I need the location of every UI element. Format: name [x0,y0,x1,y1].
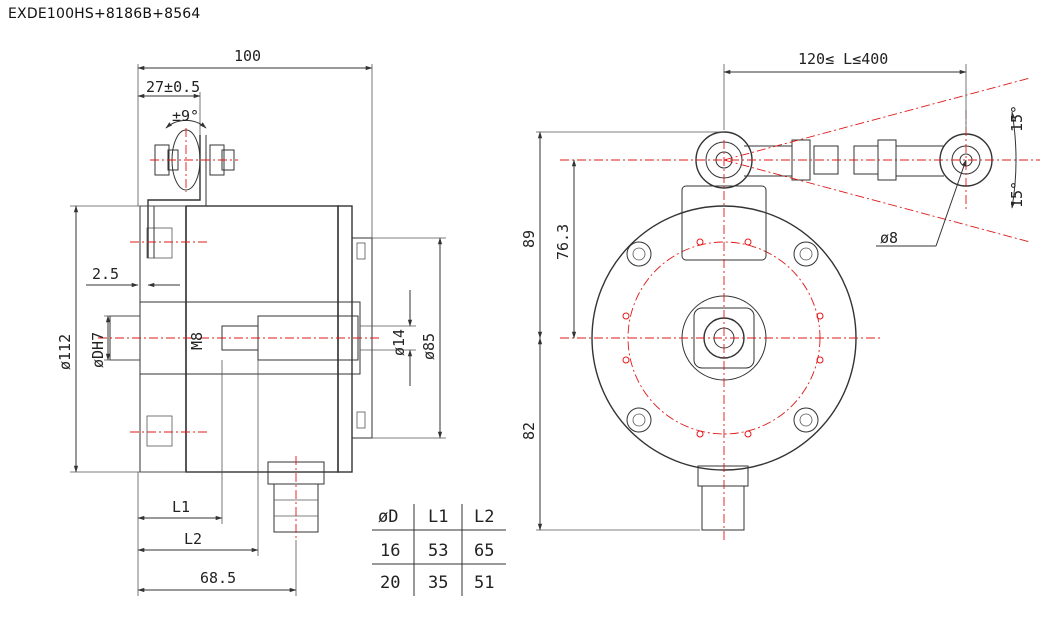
size-table: øD L1 L2 16 53 65 20 35 51 [372,504,506,596]
link-rod [744,145,793,177]
dim-d112: ø112 [56,334,74,370]
housing-body [185,205,339,473]
dim-d85: ø85 [420,333,438,360]
table-cell: 51 [474,573,494,593]
flange-plate [337,205,353,473]
front-view: 15° 15° 120≤ L≤400 ø8 89 76.3 82 [520,50,1040,540]
dim-l1: L1 [172,498,190,516]
dim-range: 120≤ L≤400 [798,50,888,68]
dim-100: 100 [234,47,261,65]
dim-82: 82 [520,422,538,440]
table-cell: 20 [380,573,400,593]
table-header-l2: L2 [474,507,494,527]
table-header-d: øD [378,507,398,527]
dim-2-5: 2.5 [92,265,119,283]
dim-l2: L2 [184,530,202,548]
dim-15deg-top: 15° [1008,105,1026,132]
table-cell: 65 [474,541,494,561]
table-header-l1: L1 [428,507,448,527]
dim-76-3: 76.3 [554,224,572,260]
dim-d8: ø8 [880,229,898,247]
dim-m8: M8 [188,332,206,350]
table-cell: 16 [380,541,400,561]
dim-15deg-bottom: 15° [1008,181,1026,208]
dim-68-5: 68.5 [200,569,236,587]
dim-9deg: ±9° [172,107,199,125]
drawing-title: EXDE100HS+8186B+8564 [8,6,201,22]
dim-89: 89 [520,230,538,248]
table-cell: 35 [428,573,448,593]
table-cell: 53 [428,541,448,561]
bracket [147,135,201,258]
dim-27: 27±0.5 [146,78,200,96]
dim-dh7: øDH7 [89,332,107,368]
side-view: 100 27±0.5 ±9° 2.5 ø112 øDH7 M8 [56,47,446,596]
dim-d14: ø14 [390,329,408,356]
